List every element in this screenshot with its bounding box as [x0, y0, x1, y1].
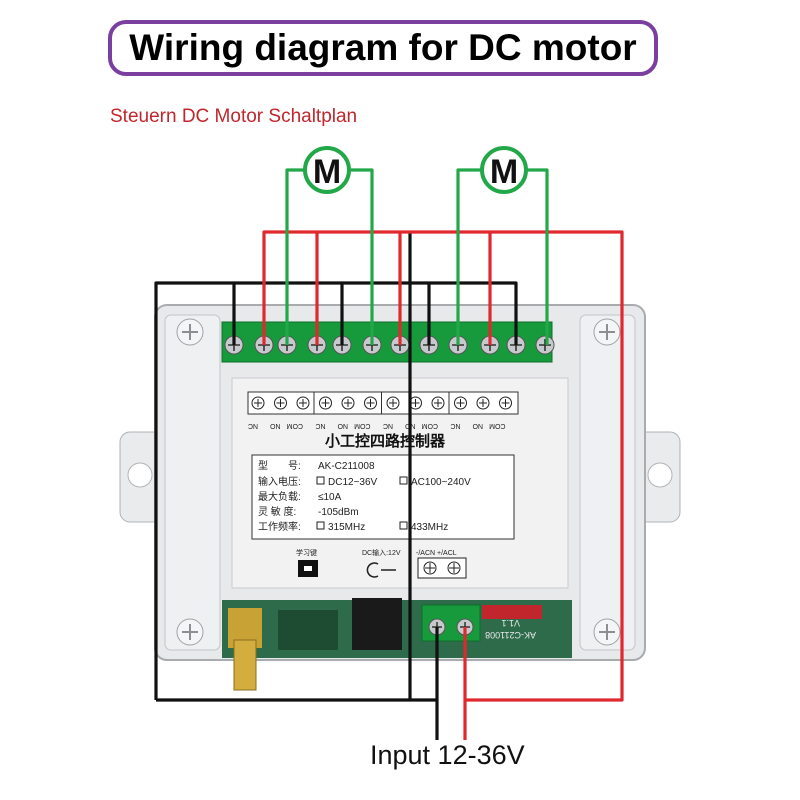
output-terminal-strip [247, 391, 519, 415]
strip-terminal-icon [274, 396, 287, 410]
motor-1-label: M [313, 153, 341, 191]
screw-covers [176, 318, 621, 646]
black-common-bus [154, 281, 518, 700]
terminal-label: NO [337, 422, 348, 429]
strip-terminal-icon [296, 396, 310, 410]
strip-terminal-cross [479, 399, 487, 407]
motor-2-circle [480, 146, 528, 194]
spec-table [251, 454, 515, 540]
strip-terminal-icon [251, 396, 265, 410]
strip-terminal-icon [364, 396, 377, 410]
board-version: V1.1 [501, 618, 520, 628]
left-ear-hole [127, 462, 153, 488]
device-name: 小工控四路控制器 [325, 432, 446, 450]
spec-sens-key: 灵 敏 度: [258, 505, 296, 518]
power-terminal-labels: -/ACN +/ACL [416, 550, 457, 557]
green-motor1-wire-a [285, 168, 305, 345]
spec-voltage-key: 输入电压: [258, 475, 301, 488]
terminal-label: COM [354, 422, 371, 429]
right-rail [579, 314, 636, 651]
strip-terminal-icon [319, 396, 332, 410]
spec-voltage-dc: DC12~36V [328, 477, 378, 488]
terminal-strip-icons [251, 392, 512, 414]
page-title: Wiring diagram for DC motor [129, 27, 637, 68]
strip-terminal-cross [254, 399, 262, 407]
spec-model-val: AK-C211008 [318, 461, 375, 472]
terminal-label: COM [287, 422, 304, 429]
spec-freq-key: 工作频率: [258, 520, 301, 533]
motor-2-label: M [490, 153, 518, 191]
red-positive-bus [262, 230, 624, 702]
dc-jack-icon [366, 562, 379, 578]
spec-freq-a: 315MHz [328, 522, 365, 533]
terminal-label: NO [472, 422, 483, 429]
dc-jack [352, 598, 402, 650]
terminal-label: NC [450, 422, 460, 429]
spec-model-key: 型 号: [258, 459, 301, 472]
learn-switch-module [278, 610, 338, 650]
strip-terminal-cross [366, 399, 375, 407]
dc-checkbox [316, 476, 325, 485]
title-box: Wiring diagram for DC motor [108, 20, 658, 76]
strip-terminal-icon [431, 396, 445, 410]
input-voltage-label: Input 12-36V [370, 740, 525, 770]
board-code: AK-C211008 [485, 630, 536, 640]
green-motor2-wire-a [456, 168, 482, 345]
green-motor2-wire-b [526, 168, 549, 345]
strip-terminal-cross [411, 399, 420, 407]
strip-terminal-cross [389, 399, 397, 407]
dc-input-label: DC输入:12V [362, 548, 401, 557]
freq-a-checkbox [316, 521, 325, 530]
subtitle: Steuern DC Motor Schaltplan [110, 106, 358, 127]
green-motor1-wire-b [349, 168, 374, 345]
wires [154, 168, 624, 740]
motor-1: M [303, 146, 351, 194]
strip-terminal-cross [501, 399, 510, 407]
spec-freq-b: 433MHz [411, 522, 448, 533]
strip-terminal-icon [341, 396, 355, 410]
spec-sens-val: -105dBm [318, 507, 359, 518]
left-rail [164, 314, 221, 651]
antenna-sma [233, 639, 257, 691]
terminal-label: NC [248, 422, 258, 429]
spec-load-key: 最大负载: [258, 490, 301, 503]
freq-b-checkbox [399, 521, 408, 530]
motor-2: M [480, 146, 528, 194]
terminal-label: COM [422, 422, 439, 429]
strip-terminal-icon [454, 396, 467, 410]
strip-terminal-icon [476, 396, 490, 410]
spec-load-val: ≤10A [318, 492, 342, 503]
right-ear-hole [647, 462, 673, 488]
spec-lines: 型 号: AK-C211008 输入电压: DC12~36V AC100~240… [258, 459, 471, 533]
learn-key-label: 学习键 [296, 548, 317, 557]
strip-terminal-cross [321, 399, 330, 407]
strip-terminal-icon [499, 396, 512, 410]
terminal-label: NC [383, 422, 393, 429]
terminal-label: NO [269, 422, 280, 429]
strip-terminal-cross [434, 399, 442, 407]
strip-terminal-cross [344, 399, 352, 407]
strip-terminal-cross [276, 399, 285, 407]
strip-terminal-icon [386, 396, 400, 410]
screw-slot [539, 339, 551, 351]
spec-voltage-ac: AC100~240V [411, 477, 471, 488]
strip-terminal-cross [299, 399, 307, 407]
terminal-label: COM [489, 422, 506, 429]
motor-1-circle [303, 146, 351, 194]
terminal-label: NC [315, 422, 325, 429]
ac-checkbox [399, 476, 408, 485]
relay-label [482, 605, 542, 619]
strip-terminal-cross [456, 399, 465, 407]
